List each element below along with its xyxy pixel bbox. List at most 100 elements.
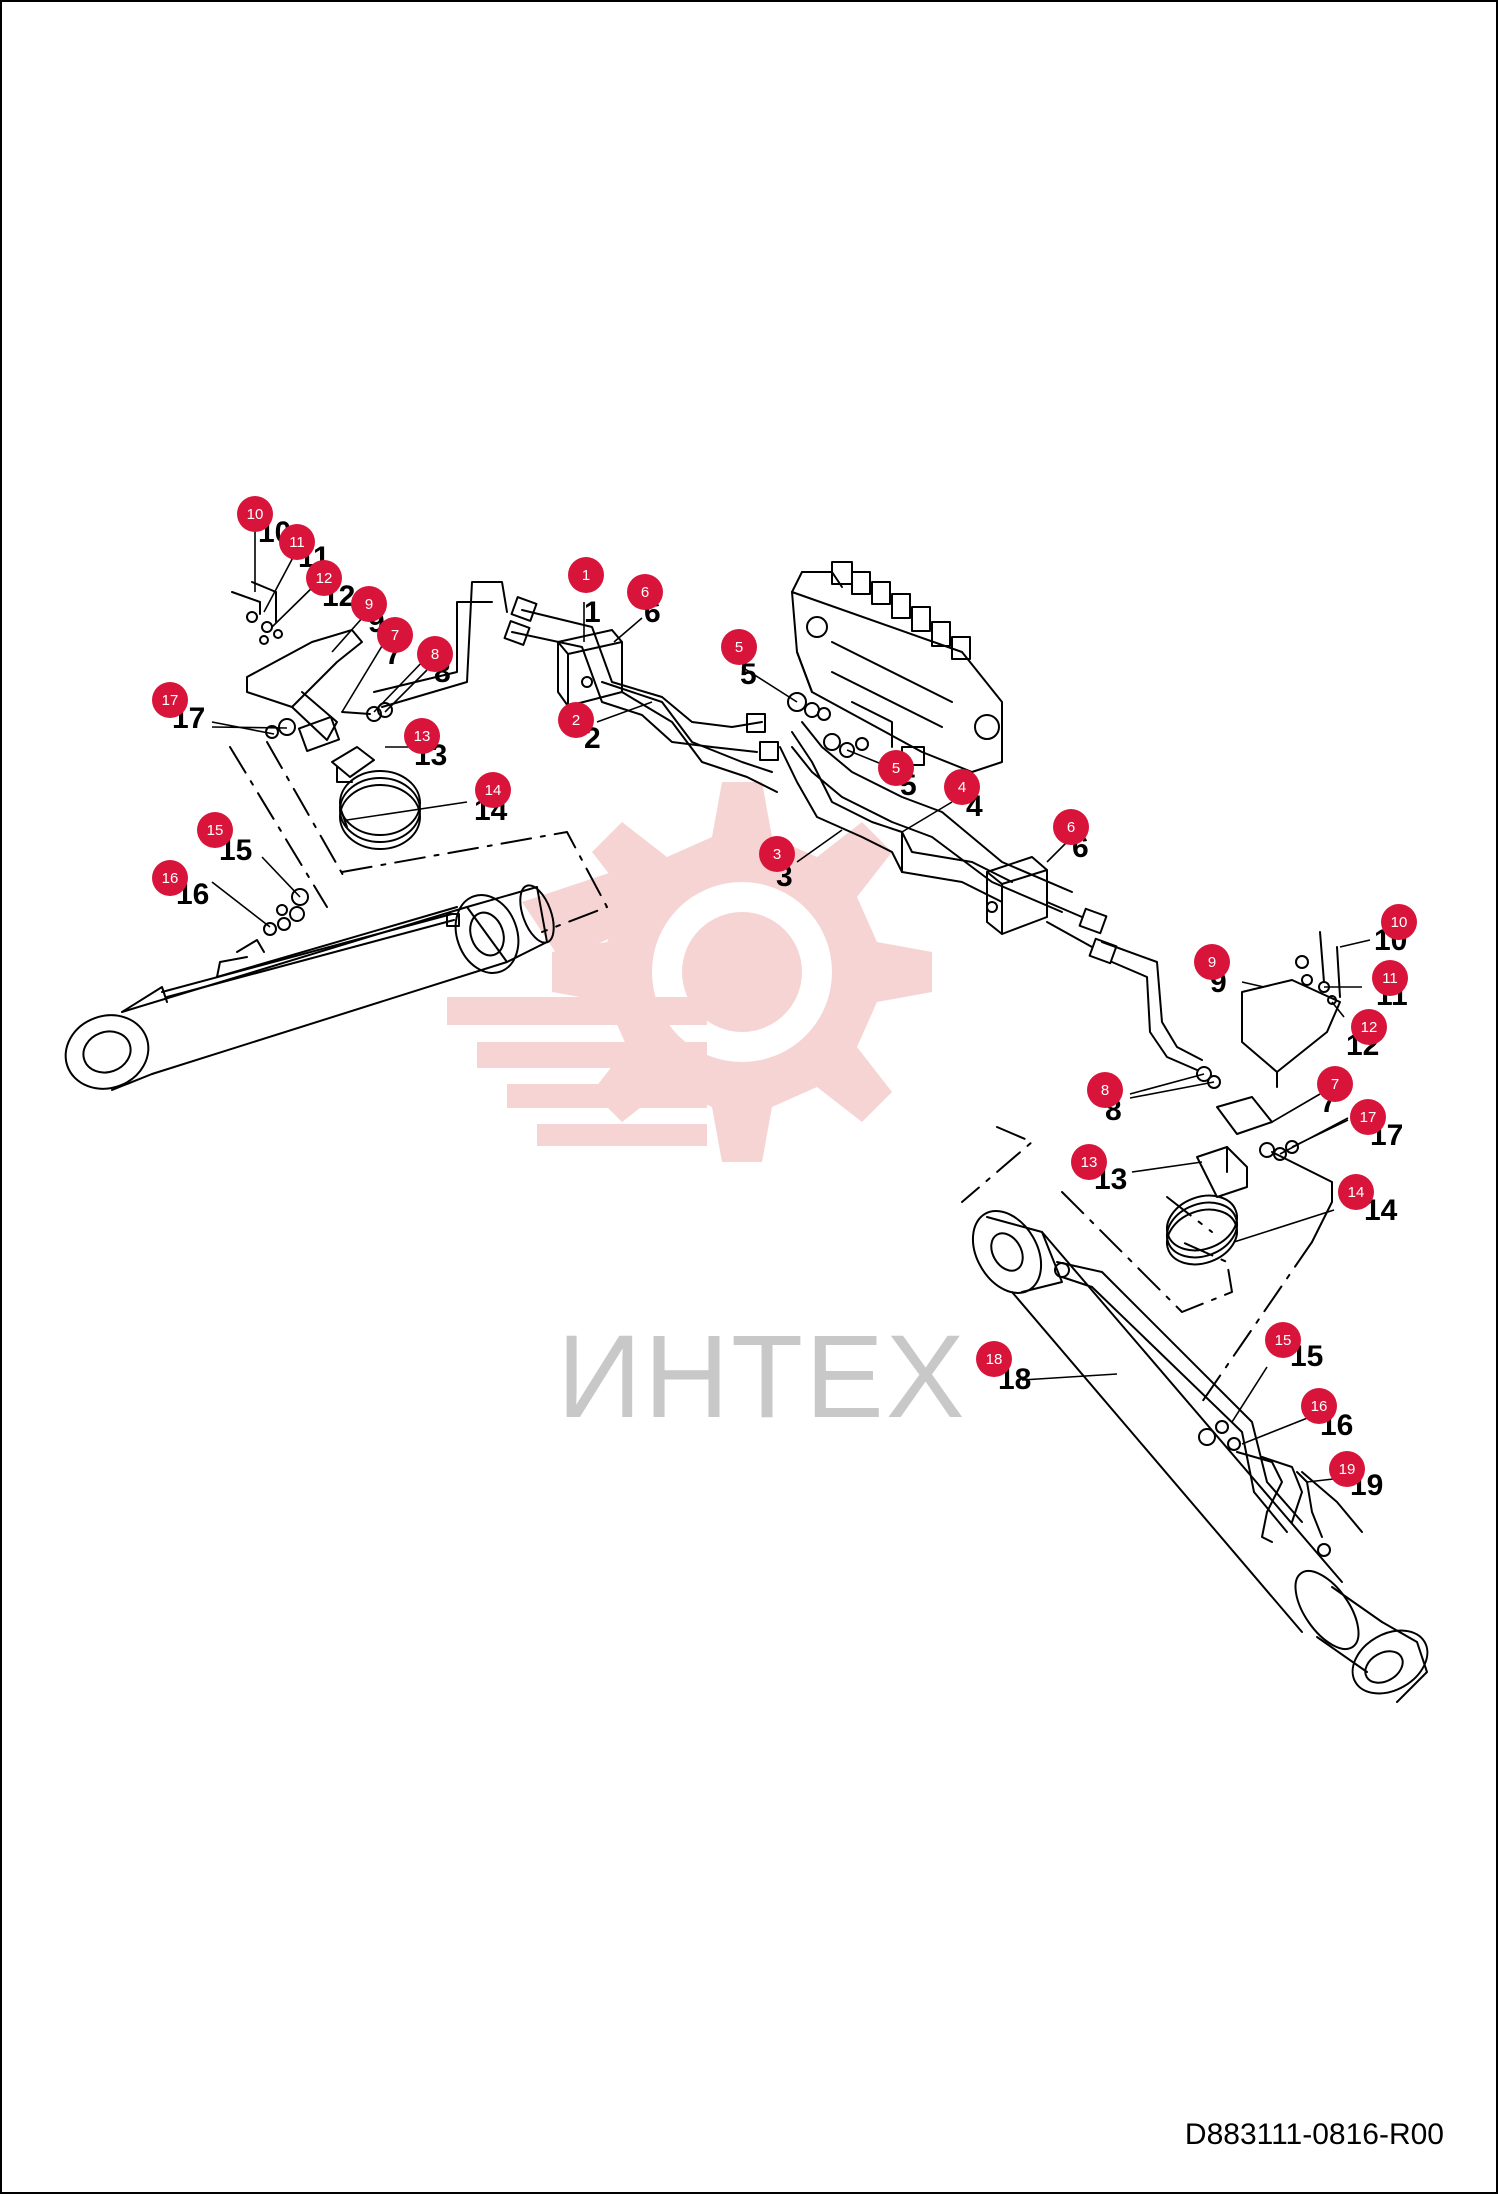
- callout-badge-17[interactable]: 17: [1350, 1099, 1386, 1135]
- callout-number: 14: [485, 782, 502, 799]
- callout-badge-4[interactable]: 4: [944, 769, 980, 805]
- callout-circle: [627, 574, 663, 610]
- callout-badge-16[interactable]: 16: [1301, 1388, 1337, 1424]
- callout-badge-14[interactable]: 14: [475, 772, 511, 808]
- callout-badge-15[interactable]: 15: [197, 812, 233, 848]
- callout-number: 8: [431, 646, 439, 663]
- left-mounting-bracket: [231, 581, 363, 741]
- callout-badge-18[interactable]: 18: [976, 1341, 1012, 1377]
- callout-number: 12: [316, 570, 333, 587]
- right-hydraulic-cylinder: [971, 1210, 1429, 1703]
- callout-badge-9[interactable]: 9: [351, 586, 387, 622]
- callout-number: 14: [1348, 1184, 1365, 1201]
- callout-circle: [1071, 1144, 1107, 1180]
- callout-number: 8: [1101, 1082, 1109, 1099]
- callout-circle: [1381, 904, 1417, 940]
- callout-circle: [377, 617, 413, 653]
- callout-badge-19[interactable]: 19: [1329, 1451, 1365, 1487]
- leader-lines: [211, 524, 1371, 1483]
- callout-circle: [558, 702, 594, 738]
- control-valve: [791, 561, 1003, 773]
- upper-hose-clamp-block: [557, 629, 623, 707]
- callout-number: 5: [735, 639, 743, 656]
- callout-badge-11[interactable]: 11: [1372, 960, 1408, 996]
- right-hose-end-fittings: [1046, 901, 1203, 1071]
- callout-badge-3[interactable]: 3: [759, 836, 795, 872]
- callout-number: 16: [162, 870, 179, 887]
- callout-number: 6: [641, 584, 649, 601]
- left-tee-fitting: [265, 702, 393, 753]
- callout-badge-12[interactable]: 12: [306, 560, 342, 596]
- callout-circle: [1329, 1451, 1365, 1487]
- callout-circle: [1350, 1099, 1386, 1135]
- callout-number: 5: [892, 760, 900, 777]
- callout-badge-9[interactable]: 9: [1194, 944, 1230, 980]
- callout-circle: [1338, 1174, 1374, 1210]
- callout-number: 11: [289, 534, 305, 551]
- right-clamp: [1196, 1146, 1248, 1198]
- callout-badge-6[interactable]: 6: [1053, 809, 1089, 845]
- callout-circle: [306, 560, 342, 596]
- callout-number: 6: [1067, 819, 1075, 836]
- callout-badge-13[interactable]: 13: [404, 718, 440, 754]
- left-hydraulic-cylinder: [64, 884, 555, 1091]
- callout-badge-8[interactable]: 8: [417, 636, 453, 672]
- callout-badge-16[interactable]: 16: [152, 860, 188, 896]
- watermark-gear-icon: [447, 782, 932, 1162]
- callout-circle: [1351, 1009, 1387, 1045]
- callout-circle: [976, 1341, 1012, 1377]
- callout-number: 12: [1361, 1019, 1378, 1036]
- callout-badge-12[interactable]: 12: [1351, 1009, 1387, 1045]
- callout-circle: [759, 836, 795, 872]
- callout-circle: [1265, 1322, 1301, 1358]
- right-dash-lines: [961, 1126, 1313, 1403]
- callout-circle: [152, 860, 188, 896]
- callout-circle: [1053, 809, 1089, 845]
- valve-port-fittings: [787, 692, 869, 758]
- callout-number: 7: [391, 627, 399, 644]
- right-hose-band: [1166, 1194, 1238, 1266]
- line-art: [64, 561, 1429, 1703]
- right-mounting-bracket: [1241, 931, 1341, 1088]
- callout-number: 10: [247, 506, 264, 523]
- callout-badge-5[interactable]: 5: [721, 629, 757, 665]
- callout-number: 19: [1339, 1461, 1356, 1478]
- callout-number: 10: [1391, 914, 1408, 931]
- left-clamp: [331, 746, 375, 783]
- callout-circle: [279, 524, 315, 560]
- part-label: 1: [584, 596, 601, 629]
- upper-hose-pair: [503, 596, 779, 793]
- callout-number: 18: [986, 1351, 1003, 1368]
- callout-badge-17[interactable]: 17: [152, 682, 188, 718]
- callout-badge-7[interactable]: 7: [377, 617, 413, 653]
- callout-number: 11: [1382, 970, 1398, 987]
- callout-number: 15: [1275, 1332, 1292, 1349]
- callout-badge-10[interactable]: 10: [1381, 904, 1417, 940]
- callout-badge-6[interactable]: 6: [627, 574, 663, 610]
- callout-number: 17: [1360, 1109, 1377, 1126]
- left-hose-band: [339, 770, 421, 850]
- callout-circle: [1194, 944, 1230, 980]
- right-tee-fitting: [1196, 1066, 1333, 1243]
- callout-number: 16: [1311, 1398, 1328, 1415]
- callout-badge-13[interactable]: 13: [1071, 1144, 1107, 1180]
- callout-circle: [417, 636, 453, 672]
- lower-hose-pair: [779, 721, 1073, 913]
- callout-badge-14[interactable]: 14: [1338, 1174, 1374, 1210]
- callout-circle: [944, 769, 980, 805]
- callout-badge-7[interactable]: 7: [1317, 1066, 1353, 1102]
- part-label: 5: [740, 658, 757, 691]
- callout-badge-2[interactable]: 2: [558, 702, 594, 738]
- callout-badge-5[interactable]: 5: [878, 750, 914, 786]
- callout-badge-8[interactable]: 8: [1087, 1072, 1123, 1108]
- callout-number: 17: [162, 692, 179, 709]
- callout-badge-1[interactable]: 1: [568, 557, 604, 593]
- callout-badge-10[interactable]: 10: [237, 496, 273, 532]
- callout-number: 15: [207, 822, 224, 839]
- callout-badge-11[interactable]: 11: [279, 524, 315, 560]
- callout-badge-15[interactable]: 15: [1265, 1322, 1301, 1358]
- left-dash-lines: [229, 741, 608, 933]
- callout-circle: [237, 496, 273, 532]
